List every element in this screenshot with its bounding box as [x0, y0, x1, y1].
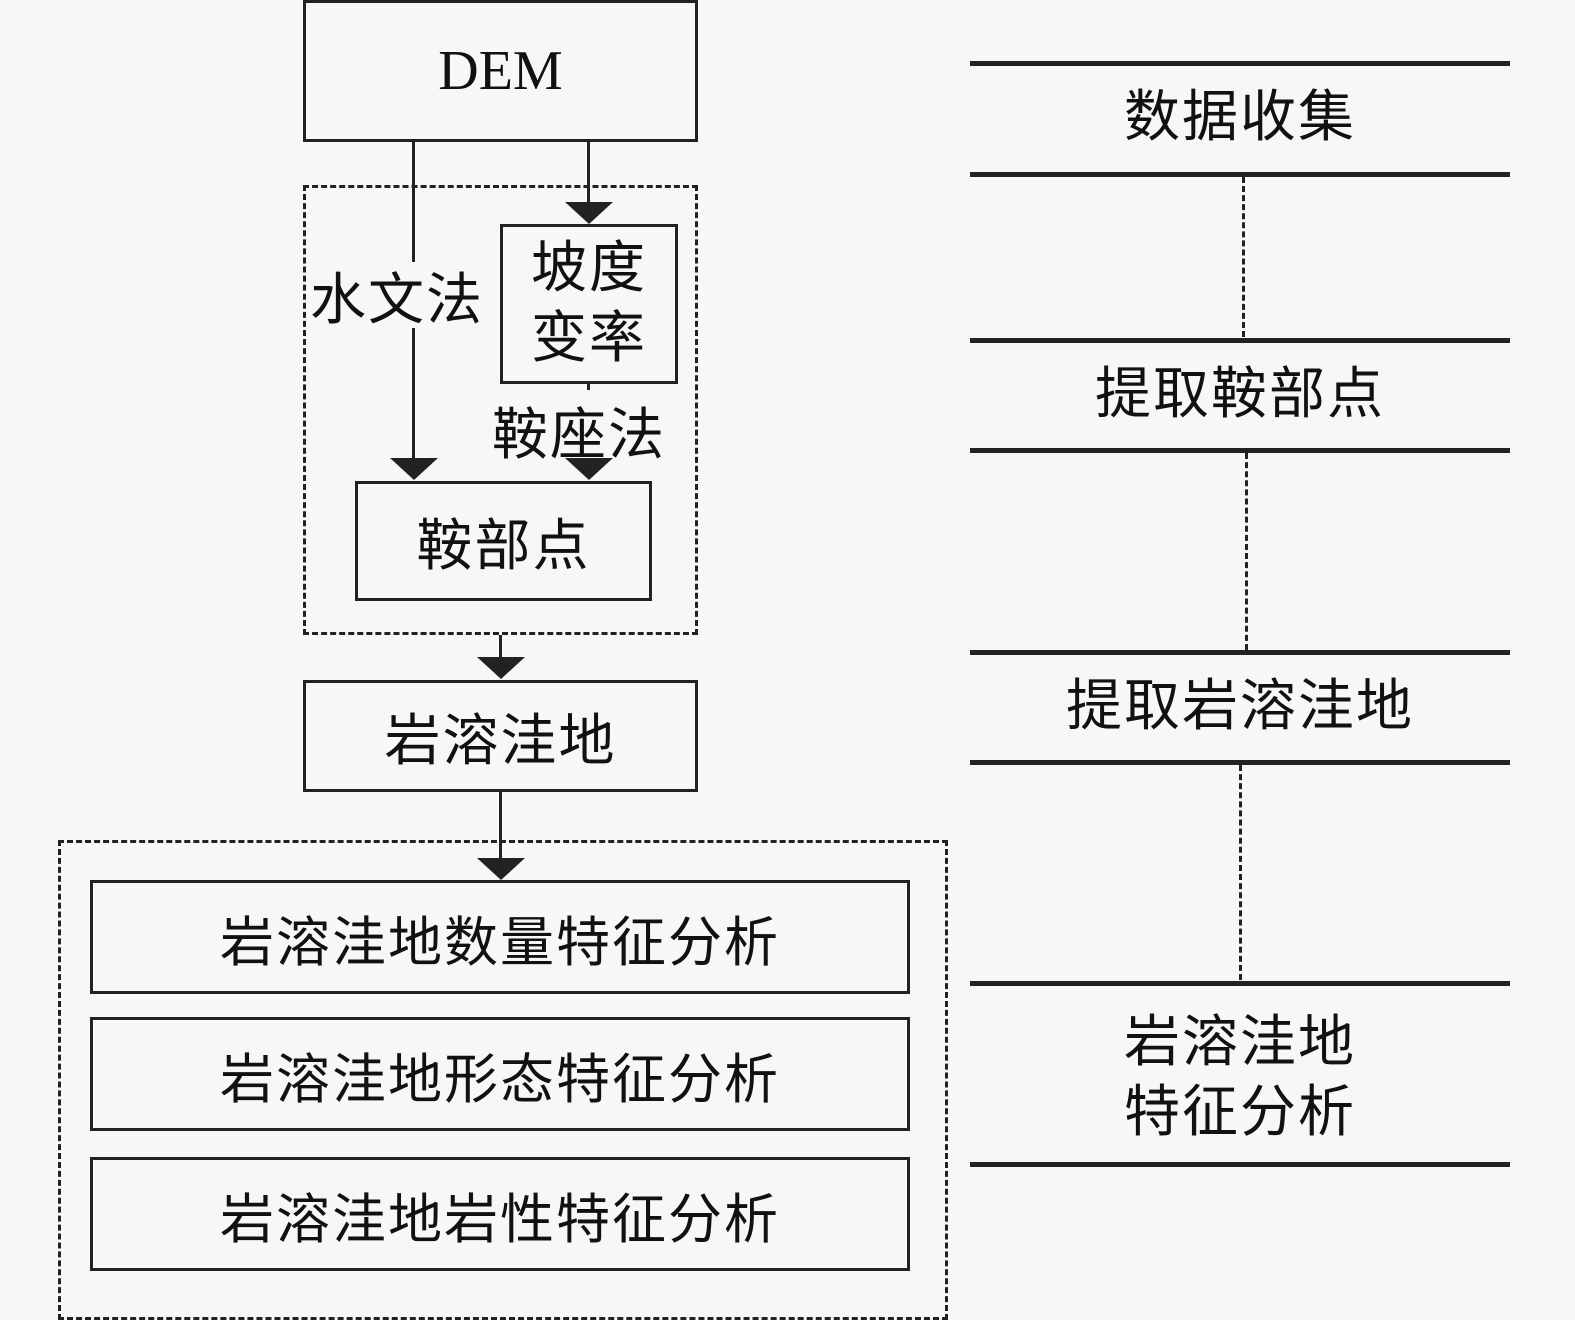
analysis-lithology-label: 岩溶洼地岩性特征分析 — [220, 1187, 780, 1251]
karst-depression-box: 岩溶洼地 — [303, 680, 698, 792]
analysis-box-quantity: 岩溶洼地数量特征分析 — [90, 880, 910, 994]
dem-to-slope-connector — [587, 142, 590, 204]
saddle-extraction-group — [303, 185, 698, 635]
analysis-quantity-label: 岩溶洼地数量特征分析 — [220, 910, 780, 974]
group-to-depression-connector — [499, 635, 502, 660]
arrow-slope-to-saddle — [565, 458, 613, 480]
stage-connector — [1245, 453, 1248, 650]
arrow-dem-to-slope — [565, 202, 613, 224]
analysis-morphology-label: 岩溶洼地形态特征分析 — [220, 1047, 780, 1111]
arrow-to-karst-depression — [477, 657, 525, 679]
slope-line-1: 坡度 — [531, 236, 647, 301]
stage-extract-karst-depression: 提取岩溶洼地 — [1066, 674, 1414, 739]
analysis-box-morphology: 岩溶洼地形态特征分析 — [90, 1017, 910, 1131]
saddle-points-label: 鞍部点 — [416, 513, 591, 579]
stage-feature-analysis-line-1: 岩溶洼地 — [1124, 1010, 1356, 1075]
dem-label: DEM — [438, 40, 563, 102]
stage-connector — [1239, 765, 1242, 980]
stage-rule — [970, 981, 1510, 986]
stage-feature-analysis-line-2: 特征分析 — [1124, 1080, 1356, 1145]
karst-depression-label: 岩溶洼地 — [384, 708, 617, 774]
arrow-to-analysis — [477, 858, 525, 880]
hydrology-connector-top — [412, 142, 415, 262]
stage-rule — [970, 1162, 1510, 1167]
slope-variation-box: 坡度 变率 — [500, 224, 678, 384]
stage-rule — [970, 760, 1510, 765]
dem-box: DEM — [303, 0, 698, 142]
arrow-hydrology-to-saddle — [390, 458, 438, 480]
stage-data-collection: 数据收集 — [1124, 85, 1356, 150]
stage-feature-analysis: 岩溶洼地 特征分析 — [970, 1008, 1510, 1148]
method-saddle-label: 鞍座法 — [492, 390, 666, 471]
saddle-points-box: 鞍部点 — [355, 481, 652, 601]
stage-rule — [970, 650, 1510, 655]
stage-extract-saddle-points: 提取鞍部点 — [1095, 362, 1385, 427]
stage-rule — [970, 172, 1510, 177]
hydrology-connector-bottom — [412, 328, 415, 463]
stage-rule — [970, 448, 1510, 453]
analysis-box-lithology: 岩溶洼地岩性特征分析 — [90, 1157, 910, 1271]
stage-connector — [1242, 177, 1245, 337]
stage-rule — [970, 61, 1510, 66]
slope-line-2: 变率 — [531, 306, 647, 371]
method-hydrology-label: 水文法 — [310, 268, 484, 333]
depression-to-analysis-connector — [499, 792, 502, 860]
stage-rule — [970, 338, 1510, 343]
